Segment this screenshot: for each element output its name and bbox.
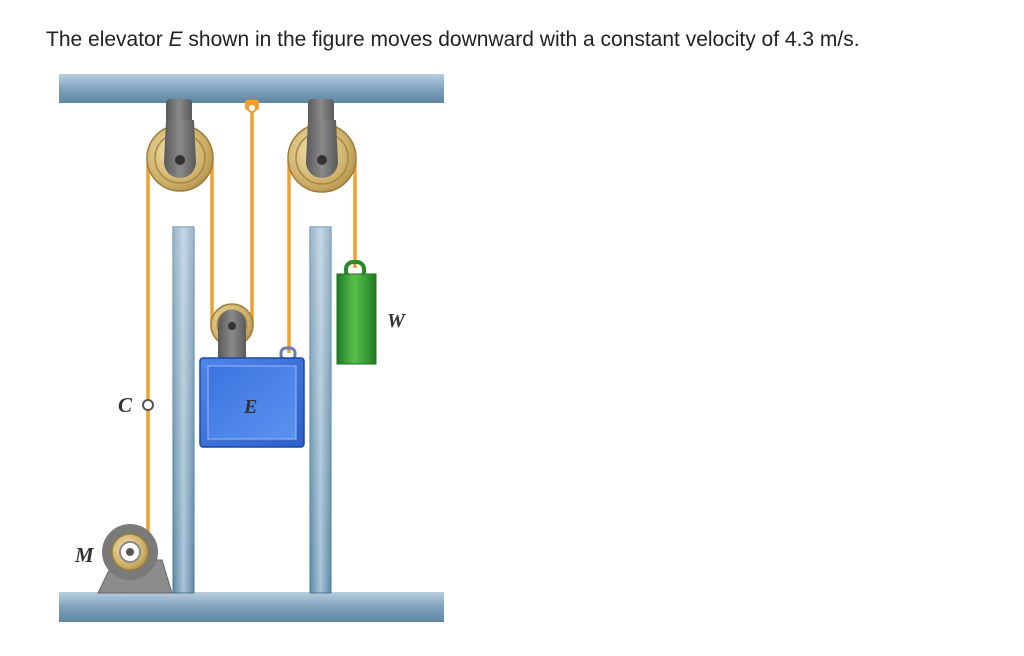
problem-statement: The elevator E shown in the figure moves… xyxy=(46,28,860,52)
problem-text-after: shown in the figure moves downward with … xyxy=(182,28,860,51)
counterweight xyxy=(336,260,377,365)
label-counterweight: W xyxy=(387,310,406,332)
problem-text-before: The elevator xyxy=(46,28,169,51)
right-top-pulley xyxy=(287,99,357,193)
label-elevator: E xyxy=(243,396,257,418)
elevator-car xyxy=(199,357,305,448)
motor xyxy=(97,524,173,594)
top-beam xyxy=(59,74,444,103)
left-top-pulley xyxy=(146,99,214,192)
label-point-c: C xyxy=(118,393,133,417)
elevator-variable: E xyxy=(168,28,183,51)
point-c-marker xyxy=(142,399,154,411)
bottom-beam xyxy=(59,592,444,622)
top-anchor-ring xyxy=(245,100,259,113)
label-motor: M xyxy=(74,543,95,567)
elevator-pulley xyxy=(210,303,254,362)
